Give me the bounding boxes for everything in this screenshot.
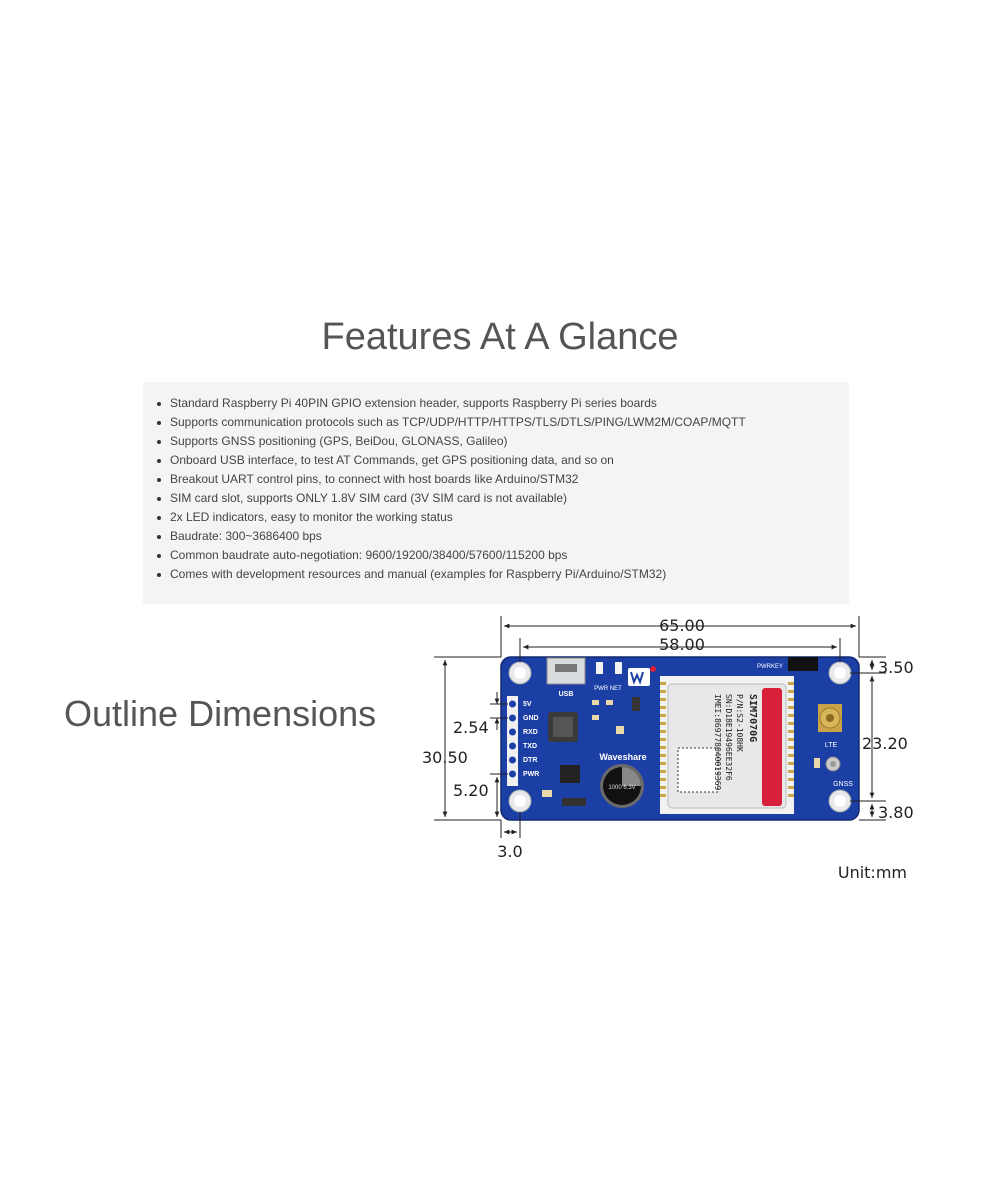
dim-edge-offset: 3.0 <box>497 842 522 861</box>
feature-item: SIM card slot, supports ONLY 1.8V SIM ca… <box>157 489 849 508</box>
capacitor-label: 1000 6.3V <box>608 785 635 791</box>
feature-item: Supports GNSS positioning (GPS, BeiDou, … <box>157 432 849 451</box>
module-sn: SN:D18E19496EE32F6 <box>724 694 733 781</box>
unit-label: Unit:mm <box>838 863 907 882</box>
dim-hole-spacing: 58.00 <box>659 635 705 654</box>
lte-antenna-connector <box>818 704 842 732</box>
outline-dimension-diagram: 5V GND RXD TXD DTR PWR USB PWR NET Waves… <box>422 616 914 882</box>
gnss-label: GNSS <box>833 781 853 788</box>
features-list: Standard Raspberry Pi 40PIN GPIO extensi… <box>143 394 849 584</box>
usb-label: USB <box>559 691 574 698</box>
pin-label: TXD <box>523 743 537 750</box>
pin-label: DTR <box>523 757 537 764</box>
features-box: Standard Raspberry Pi 40PIN GPIO extensi… <box>143 382 849 604</box>
feature-item: Common baudrate auto-negotiation: 9600/1… <box>157 546 849 565</box>
mounting-holes <box>508 661 852 813</box>
pin-label: RXD <box>523 729 538 736</box>
outline-title: Outline Dimensions <box>64 693 377 734</box>
dim-top-offset: 3.50 <box>878 658 914 677</box>
uart-pin-header <box>507 696 518 786</box>
dim-hole-vertical: 23.20 <box>862 734 908 753</box>
capacitor <box>600 764 644 808</box>
pwrkey-button <box>788 657 818 671</box>
waveshare-logo-icon <box>628 666 656 686</box>
gnss-antenna-connector <box>814 756 841 772</box>
dim-bottom-offset: 3.80 <box>878 803 914 822</box>
dim-pin-offset: 5.20 <box>453 781 489 800</box>
feature-item: Standard Raspberry Pi 40PIN GPIO extensi… <box>157 394 849 413</box>
dim-height: 30.50 <box>422 748 468 767</box>
brand-label: Waveshare <box>599 752 646 762</box>
feature-item: Onboard USB interface, to test AT Comman… <box>157 451 849 470</box>
led-label: PWR NET <box>594 686 622 692</box>
feature-item: Supports communication protocols such as… <box>157 413 849 432</box>
features-title: Features At A Glance <box>321 316 679 358</box>
module-imei: IMEI:869778040019369 <box>713 694 722 791</box>
module-name: SIM7070G <box>747 694 758 742</box>
led-indicators <box>596 662 622 674</box>
pin-label: GND <box>523 715 539 722</box>
lte-label: LTE <box>825 742 838 749</box>
feature-item: Baudrate: 300~3686400 bps <box>157 527 849 546</box>
pin-label: PWR <box>523 771 539 778</box>
dim-pin-pitch: 2.54 <box>453 718 489 737</box>
feature-item: Breakout UART control pins, to connect w… <box>157 470 849 489</box>
regulator-chip <box>560 765 580 783</box>
pin-label: 5V <box>523 701 532 708</box>
feature-item: 2x LED indicators, easy to monitor the w… <box>157 508 849 527</box>
feature-item: Comes with development resources and man… <box>157 565 849 584</box>
dim-overall-width: 65.00 <box>659 616 705 635</box>
pwrkey-label: PWRKEY <box>757 664 783 670</box>
sim7070g-module <box>667 683 787 809</box>
module-pn: P/N:S2-108HK <box>735 694 744 752</box>
